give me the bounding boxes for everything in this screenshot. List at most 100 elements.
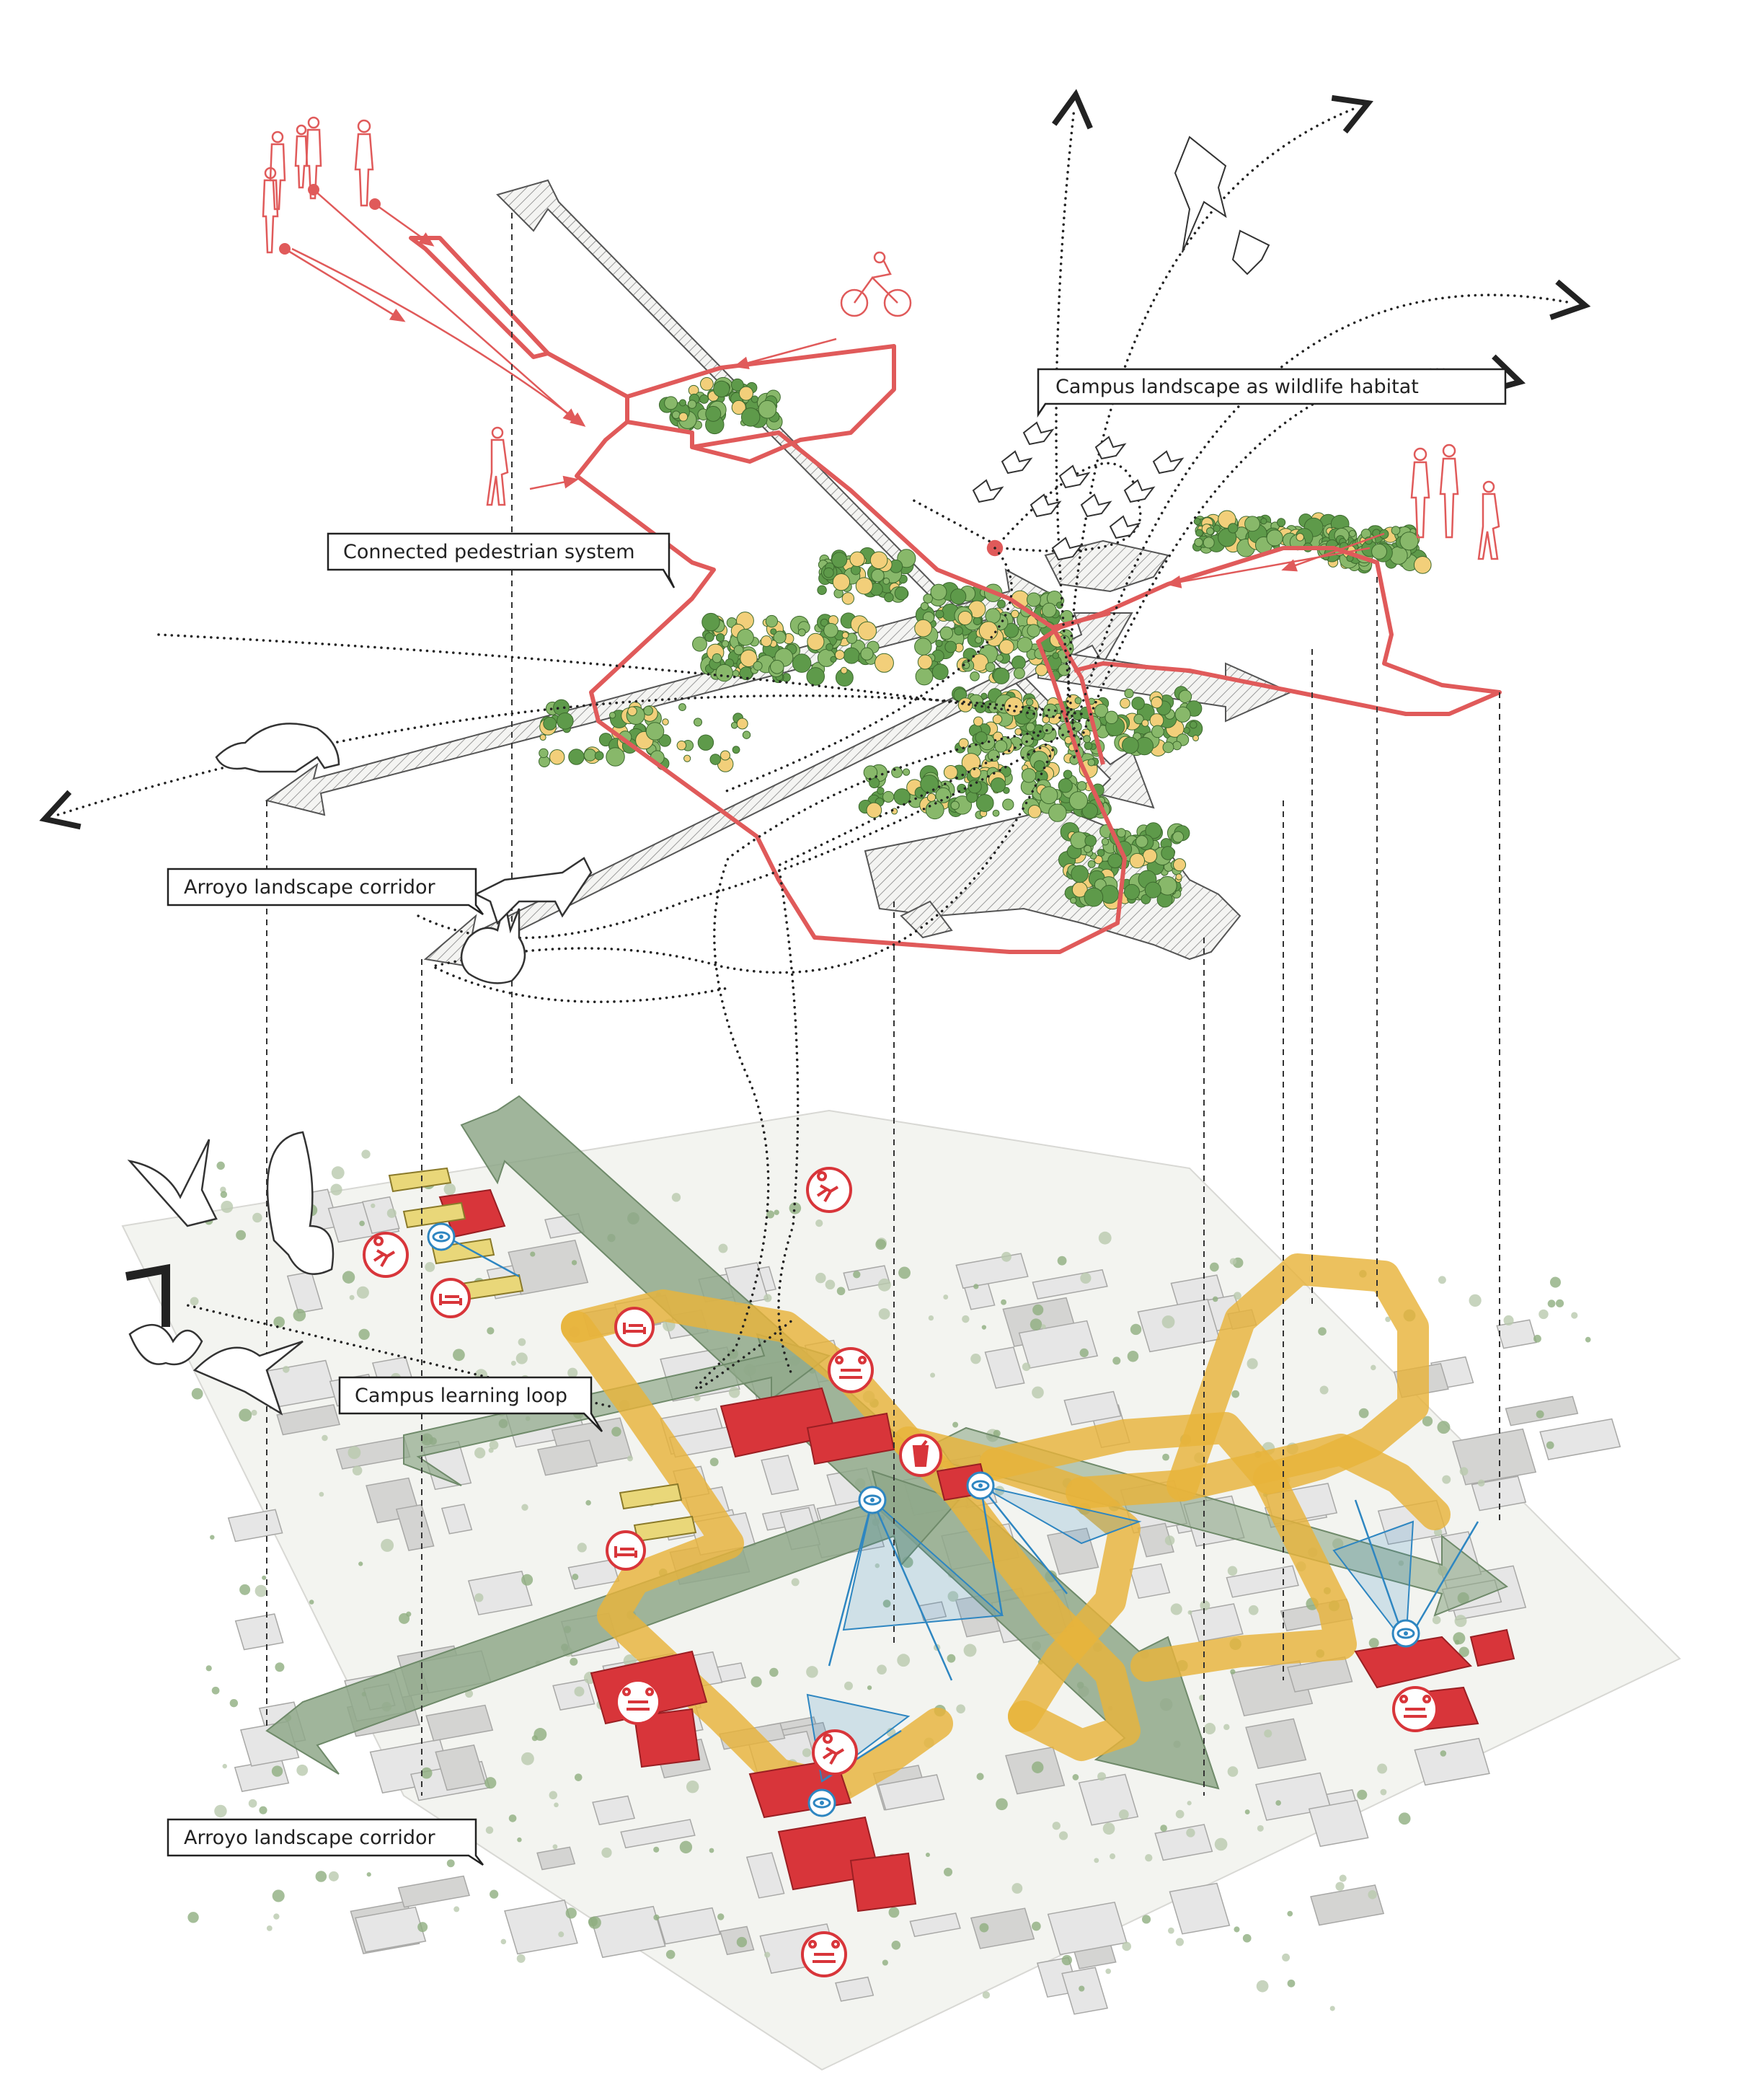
campus-tree xyxy=(273,1316,285,1328)
campus-tree xyxy=(554,1802,559,1808)
housing-bed-icon xyxy=(614,1307,655,1347)
tree-canopy xyxy=(874,653,894,673)
campus-tree xyxy=(331,1166,345,1180)
campus-building xyxy=(1018,1320,1099,1369)
tree-canopy xyxy=(914,619,932,638)
campus-tree xyxy=(1031,1921,1041,1931)
campus-tree xyxy=(352,1465,363,1475)
tree-canopy xyxy=(1192,734,1200,741)
tree-canopy xyxy=(996,599,1006,609)
campus-tree xyxy=(1549,1276,1562,1288)
campus-tree xyxy=(1212,1296,1218,1302)
campus-tree xyxy=(266,1925,273,1931)
campus-tree xyxy=(993,1429,1001,1437)
campus-tree xyxy=(1001,1299,1007,1305)
campus-tree xyxy=(1032,1761,1044,1773)
campus-tree xyxy=(222,1763,227,1769)
tree-canopy xyxy=(1014,728,1022,736)
campus-tree xyxy=(1358,1408,1369,1419)
campus-tree xyxy=(1442,1475,1451,1484)
campus-tree xyxy=(356,1286,369,1299)
tree-canopy xyxy=(693,718,703,727)
campus-tree xyxy=(1164,1535,1175,1545)
campus-tree xyxy=(1319,1385,1329,1395)
tree-canopy xyxy=(944,640,957,653)
tree-canopy xyxy=(884,592,894,603)
campus-tree xyxy=(386,1208,397,1218)
campus-tree xyxy=(709,1457,719,1467)
tree-canopy xyxy=(1348,529,1356,537)
tree-canopy xyxy=(1178,689,1192,703)
callout-wildlife-habitat: Campus landscape as wildlife habitat xyxy=(1037,368,1507,418)
campus-tree xyxy=(882,1959,888,1966)
campus-tree xyxy=(1097,1772,1106,1781)
campus-tree xyxy=(1022,1362,1031,1372)
campus-building xyxy=(1226,1565,1299,1598)
campus-tree xyxy=(328,1871,339,1881)
campus-tree xyxy=(877,1664,887,1675)
tree-canopy xyxy=(1087,860,1096,868)
campus-tree xyxy=(521,1752,534,1765)
campus-tree xyxy=(1187,1801,1192,1806)
campus-tree xyxy=(248,1799,257,1808)
campus-building xyxy=(397,1875,471,1908)
tree-canopy xyxy=(1174,706,1191,723)
tree-canopy xyxy=(1133,714,1144,725)
campus-tree xyxy=(1256,1980,1269,1993)
tree-canopy xyxy=(1121,736,1139,754)
tree-canopy xyxy=(1058,663,1071,676)
callout-pedestrian-system: Connected pedestrian system xyxy=(327,532,676,588)
tree-canopy xyxy=(823,622,838,638)
campus-tree xyxy=(1454,1615,1467,1628)
tree-canopy xyxy=(957,610,973,626)
tree-canopy xyxy=(539,733,546,741)
campus-tree xyxy=(1223,1724,1230,1731)
campus-building xyxy=(395,1504,435,1551)
campus-tree xyxy=(686,1780,699,1794)
tree-canopy xyxy=(1002,798,1014,811)
campus-tree xyxy=(361,1150,371,1159)
tree-canopy xyxy=(1213,524,1221,532)
campus-tree xyxy=(399,1612,410,1624)
campus-tree xyxy=(485,1826,494,1835)
campus-tree xyxy=(1335,1881,1345,1891)
campus-tree xyxy=(272,1889,285,1902)
activity-icon xyxy=(363,1232,409,1278)
tree-canopy xyxy=(897,549,916,568)
tree-canopy xyxy=(1025,698,1034,706)
campus-tree xyxy=(853,1271,861,1279)
campus-building xyxy=(1063,1390,1122,1426)
tree-canopy xyxy=(840,666,848,674)
campus-tree xyxy=(518,1338,526,1346)
residential-buildings xyxy=(388,1167,697,1543)
campus-tree xyxy=(928,1315,934,1321)
tree-canopy xyxy=(716,632,725,643)
campus-tree xyxy=(549,1791,558,1800)
view-lines xyxy=(439,1232,1479,1783)
campus-tree xyxy=(516,1954,526,1963)
tree-canopy xyxy=(1413,555,1432,574)
campus-building xyxy=(1496,1319,1537,1349)
campus-building xyxy=(984,1346,1025,1389)
tree-canopy xyxy=(1172,831,1185,843)
tree-canopy xyxy=(1116,828,1126,838)
campus-tree xyxy=(1041,1324,1046,1329)
tree-canopy xyxy=(968,779,982,794)
tree-canopy xyxy=(1228,523,1239,534)
campus-tree xyxy=(239,1408,252,1422)
campus-tree xyxy=(221,1201,234,1213)
campus-tree xyxy=(322,1434,328,1442)
tree-canopy xyxy=(975,731,988,744)
campus-tree xyxy=(1437,1421,1451,1434)
tree-canopy xyxy=(761,635,772,648)
tree-canopy xyxy=(740,407,761,427)
campus-tree xyxy=(962,1315,970,1323)
campus-building xyxy=(1169,1882,1231,1935)
campus-tree xyxy=(521,1574,534,1586)
rabbit-icon xyxy=(460,901,526,984)
callout-arroyo-upper: Arroyo landscape corridor xyxy=(167,868,484,916)
tree-canopy xyxy=(770,660,784,674)
campus-tree xyxy=(976,1773,984,1781)
campus-tree xyxy=(487,1327,495,1335)
campus-tree xyxy=(1227,1766,1239,1777)
